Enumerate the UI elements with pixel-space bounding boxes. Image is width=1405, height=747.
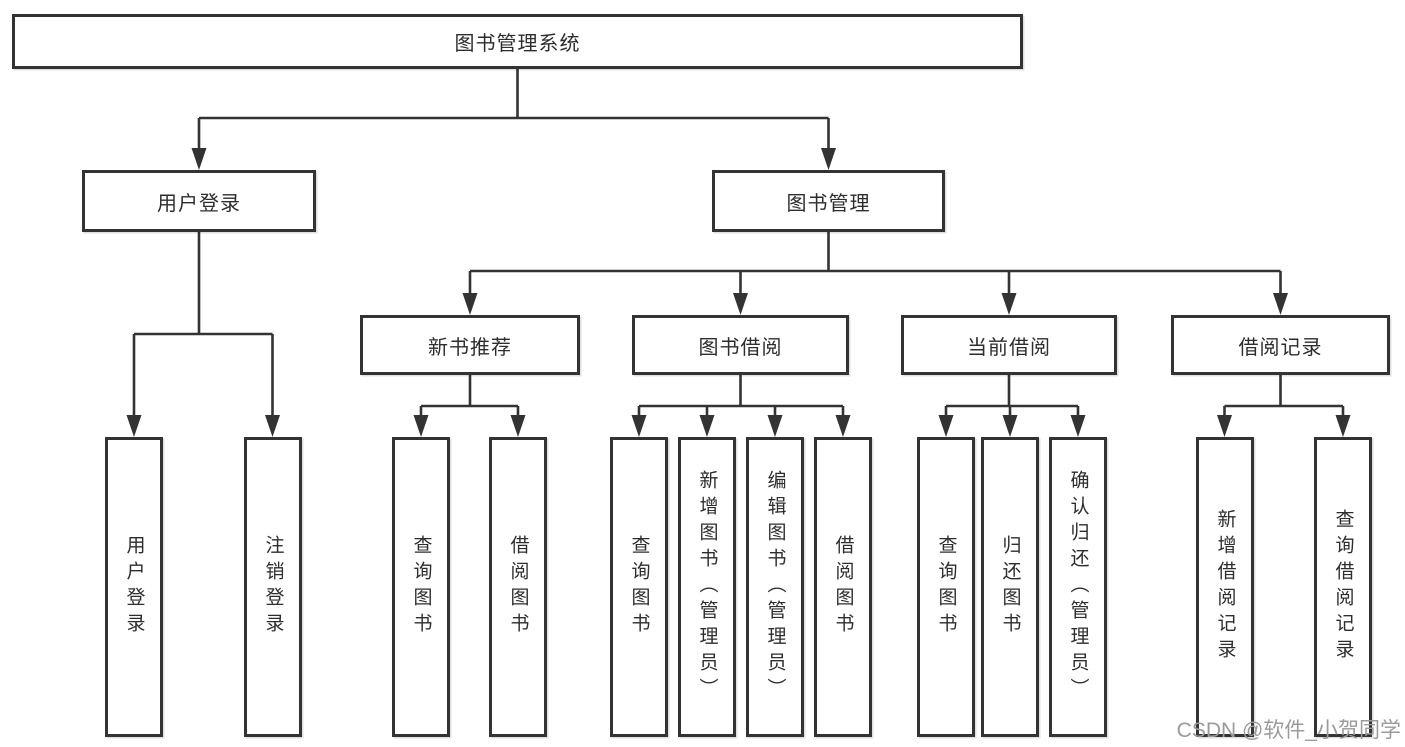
csdn-watermark: CSDN @软件_小贺同学 bbox=[1176, 719, 1401, 742]
section-new-book-recommend-label: 新书推荐 bbox=[428, 336, 512, 359]
branch-book-management: 图书管理 bbox=[712, 170, 945, 232]
node-root: 图书管理系统 bbox=[12, 14, 1023, 69]
section-book-borrow-label: 图书借阅 bbox=[698, 336, 783, 359]
leaf-current-query-label: 查询图书 bbox=[935, 535, 957, 639]
leaf-confirm-return-admin: 确认归还（管理员） bbox=[1049, 437, 1107, 737]
branch-user-login-label: 用户登录 bbox=[157, 192, 241, 215]
leaf-borrow-edit-book-admin: 编辑图书（管理员） bbox=[746, 437, 804, 737]
leaf-newbook-borrow: 借阅图书 bbox=[489, 437, 547, 737]
section-new-book-recommend: 新书推荐 bbox=[360, 315, 580, 375]
leaf-newbook-borrow-label: 借阅图书 bbox=[507, 535, 529, 639]
branch-user-login: 用户登录 bbox=[82, 170, 316, 232]
leaf-return-book: 归还图书 bbox=[981, 437, 1039, 737]
leaf-borrow-query-label: 查询图书 bbox=[628, 535, 650, 639]
leaf-borrow-query: 查询图书 bbox=[610, 437, 668, 737]
leaf-borrow-book: 借阅图书 bbox=[814, 437, 872, 737]
leaf-logout: 注销登录 bbox=[244, 437, 302, 737]
leaf-return-book-label: 归还图书 bbox=[999, 535, 1021, 639]
leaf-user-login: 用户登录 bbox=[105, 437, 163, 737]
section-book-borrow: 图书借阅 bbox=[632, 315, 849, 375]
leaf-borrow-edit-book-admin-label: 编辑图书（管理员） bbox=[764, 470, 786, 704]
leaf-current-query: 查询图书 bbox=[917, 437, 975, 737]
leaf-confirm-return-admin-label: 确认归还（管理员） bbox=[1067, 470, 1089, 704]
leaf-add-borrow-record: 新增借阅记录 bbox=[1196, 437, 1254, 737]
leaf-user-login-label: 用户登录 bbox=[123, 535, 145, 639]
branch-book-management-label: 图书管理 bbox=[786, 192, 871, 215]
section-current-borrow-label: 当前借阅 bbox=[967, 336, 1051, 359]
leaf-borrow-book-label: 借阅图书 bbox=[832, 535, 854, 639]
leaf-newbook-query: 查询图书 bbox=[392, 437, 450, 737]
section-borrow-records: 借阅记录 bbox=[1171, 315, 1390, 375]
leaf-query-borrow-record-label: 查询借阅记录 bbox=[1332, 509, 1354, 665]
leaf-add-borrow-record-label: 新增借阅记录 bbox=[1214, 509, 1236, 665]
leaf-newbook-query-label: 查询图书 bbox=[410, 535, 432, 639]
node-root-label: 图书管理系统 bbox=[454, 33, 581, 55]
leaf-logout-label: 注销登录 bbox=[262, 535, 284, 639]
leaf-borrow-add-book-admin: 新增图书（管理员） bbox=[678, 437, 736, 737]
leaf-query-borrow-record: 查询借阅记录 bbox=[1314, 437, 1372, 737]
leaf-borrow-add-book-admin-label: 新增图书（管理员） bbox=[696, 470, 718, 704]
section-current-borrow: 当前借阅 bbox=[901, 315, 1117, 375]
section-borrow-records-label: 借阅记录 bbox=[1238, 336, 1323, 359]
